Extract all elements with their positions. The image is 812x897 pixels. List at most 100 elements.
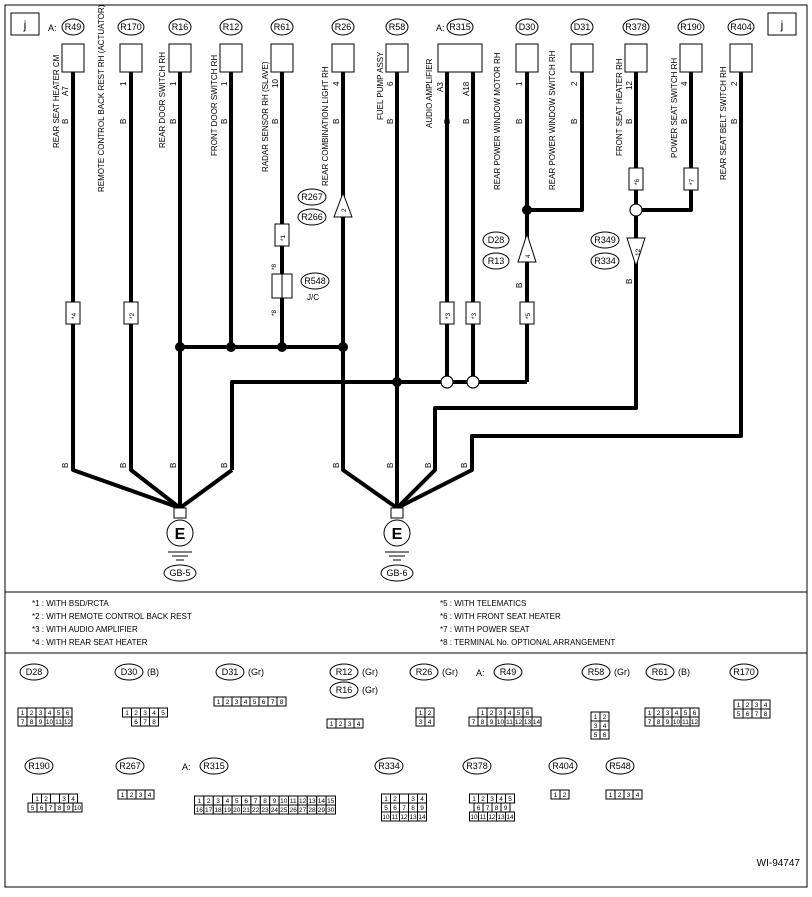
svg-text:R49: R49 xyxy=(65,22,82,32)
r58-pin: 6 xyxy=(386,81,395,86)
face-r61-pin-cell xyxy=(689,716,700,727)
face-r61-pin: 4 xyxy=(675,710,679,717)
svg-text:*4: *4 xyxy=(71,312,78,319)
face-r334-pin: 7 xyxy=(402,805,406,812)
face-r49-pin: 12 xyxy=(515,719,523,726)
notes: *1 : WITH BSD/RCTA *2 : WITH REMOTE CONT… xyxy=(32,599,615,647)
face-d31-pin: 8 xyxy=(280,699,284,706)
face-r315-pin: 15 xyxy=(327,798,335,805)
face-r315-pin: 17 xyxy=(205,807,213,814)
r49-name: REAR SEAT HEATER CM xyxy=(52,54,61,148)
face-r315-pin: 27 xyxy=(299,807,307,814)
r378-name: FRONT SEAT HEATER RH xyxy=(615,58,624,156)
face-r315-pin: 26 xyxy=(290,807,298,814)
face-r58-color: (Gr) xyxy=(614,667,630,677)
face-r49-pin: 6 xyxy=(526,710,530,717)
face-r170-pin: 6 xyxy=(746,711,750,718)
r378-pin: 12 xyxy=(625,81,634,90)
face-r58-pin-cell xyxy=(599,729,610,740)
d31-wire: B xyxy=(570,119,579,124)
face-d31-label-oval xyxy=(215,663,245,681)
face-d28-pin: 6 xyxy=(66,710,70,717)
face-r61-pin: 11 xyxy=(682,719,689,726)
face-r58-label: R58 xyxy=(588,667,605,677)
face-r26-pin-cell xyxy=(424,716,435,727)
face-r315-pin: 18 xyxy=(214,807,222,814)
svg-text:*8: *8 xyxy=(271,263,278,270)
face-r190-pin: 2 xyxy=(44,796,48,803)
face-r61-pin: 8 xyxy=(657,719,661,726)
face-r170-pin: 7 xyxy=(755,711,759,718)
face-r61-pin: 2 xyxy=(657,710,661,717)
ground-gb5: E GB-5 xyxy=(163,507,197,582)
face-r315-pin: 2 xyxy=(207,798,211,805)
svg-text:B: B xyxy=(61,463,70,468)
note-5: *5 : WITH TELEMATICS xyxy=(440,599,526,608)
face-r378-pin: 2 xyxy=(481,796,485,803)
face-r49-pin: 13 xyxy=(524,719,532,726)
face-r548-pin: 3 xyxy=(627,792,631,799)
note-6: *6 : WITH FRONT SEAT HEATER xyxy=(440,612,561,621)
face-r16-color: (Gr) xyxy=(362,685,378,695)
note-7: *7 : WITH POWER SEAT xyxy=(440,625,530,634)
face-d28-pin: 11 xyxy=(55,719,62,726)
face-r61-label: R61 xyxy=(652,667,669,677)
d31-name: REAR POWER WINDOW SWITCH RH xyxy=(548,50,557,190)
r404-pin: 2 xyxy=(730,81,739,86)
d31-pin: 2 xyxy=(570,81,579,86)
face-r315-pin: 30 xyxy=(327,807,335,814)
face-r49-pin: 7 xyxy=(472,719,476,726)
r190-name: POWER SEAT SWITCH RH xyxy=(670,58,679,158)
face-d28-pin: 2 xyxy=(30,710,34,717)
face-r378-pin: 11 xyxy=(480,814,487,821)
ground-gb6: E GB-6 xyxy=(380,507,414,582)
r26-name: REAR COMBINATION LIGHT RH xyxy=(321,66,330,186)
wires xyxy=(71,72,743,510)
face-r49-pin: 8 xyxy=(481,719,485,726)
face-r49-pin: 11 xyxy=(506,719,513,726)
face-d30-pin: 6 xyxy=(134,719,138,726)
connector-d30: D30 xyxy=(515,18,539,73)
face-r404-pin: 1 xyxy=(554,792,558,799)
svg-text:GB-6: GB-6 xyxy=(386,568,407,578)
face-r170-pin: 3 xyxy=(755,702,759,709)
face-r267-pin: 1 xyxy=(121,792,125,799)
r170-pin: 1 xyxy=(119,81,128,86)
svg-text:B: B xyxy=(386,463,395,468)
face-d31-pin: 1 xyxy=(217,699,221,706)
face-d30-color: (B) xyxy=(147,667,159,677)
r16-name: REAR DOOR SWITCH RH xyxy=(158,52,167,148)
face-r548-pin-cell xyxy=(632,789,643,800)
connector-r378: R378 xyxy=(622,18,650,73)
face-r315-pin-cell xyxy=(325,804,337,815)
svg-text:D31: D31 xyxy=(574,22,591,32)
face-r190-pin-cell xyxy=(50,793,60,804)
face-d30-pin: 2 xyxy=(134,710,138,717)
page-marker-right: j xyxy=(767,12,797,36)
face-r378-pin: 6 xyxy=(477,805,481,812)
r12-pin: 1 xyxy=(220,81,229,86)
face-r12-label-oval xyxy=(329,663,359,681)
face-r190-pin: 5 xyxy=(31,805,35,812)
face-r16-pin-cell xyxy=(353,718,364,729)
face-r315-pin: 22 xyxy=(252,807,260,814)
face-r49-pin: 2 xyxy=(490,710,494,717)
face-r334-pin-cell xyxy=(399,793,409,804)
face-r61-color: (B) xyxy=(678,667,690,677)
face-d28-pin: 12 xyxy=(64,719,72,726)
face-r190-pin: 3 xyxy=(62,796,66,803)
svg-text:B: B xyxy=(515,283,524,288)
svg-text:R334: R334 xyxy=(594,256,616,266)
splice-r26: 2 R267 R266 xyxy=(297,188,353,226)
face-r190-label-oval xyxy=(24,757,54,775)
svg-text:R349: R349 xyxy=(594,235,616,245)
face-d28-pin: 4 xyxy=(48,710,52,717)
face-r334-pin: 11 xyxy=(392,814,399,821)
face-r61-pin: 6 xyxy=(693,710,697,717)
connector-r404: R404 xyxy=(727,18,755,73)
face-r26-pin: 1 xyxy=(419,710,423,717)
svg-text:B: B xyxy=(332,463,341,468)
face-r315-pin: 4 xyxy=(226,798,230,805)
face-r170-pin-cell xyxy=(760,708,771,719)
